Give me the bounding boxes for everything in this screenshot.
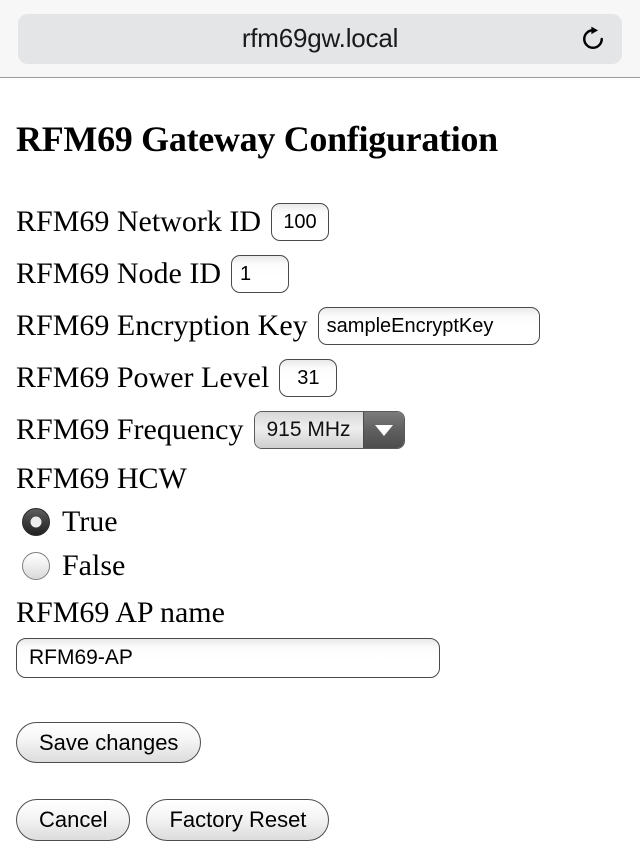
label-ap-name: RFM69 AP name xyxy=(16,596,225,629)
page-content: RFM69 Gateway Configuration RFM69 Networ… xyxy=(0,118,640,841)
radio-row-hcw-false[interactable]: False xyxy=(16,548,624,584)
factory-reset-button[interactable]: Factory Reset xyxy=(146,799,330,841)
frequency-select[interactable]: 915 MHz xyxy=(253,411,405,449)
label-node-id: RFM69 Node ID xyxy=(16,257,222,290)
field-row-encryption-key: RFM69 Encryption Key xyxy=(16,306,624,346)
address-bar-url: rfm69gw.local xyxy=(241,23,399,53)
field-row-network-id: RFM69 Network ID xyxy=(16,202,624,242)
address-bar[interactable]: rfm69gw.local xyxy=(18,13,622,64)
label-power-level: RFM69 Power Level xyxy=(16,361,270,394)
radio-label-hcw-false: False xyxy=(62,549,126,582)
cancel-button[interactable]: Cancel xyxy=(16,799,131,841)
network-id-input[interactable] xyxy=(271,203,329,241)
field-row-ap-name xyxy=(16,638,624,680)
page-title: RFM69 Gateway Configuration xyxy=(16,119,498,159)
frequency-select-value: 915 MHz xyxy=(254,412,363,448)
save-changes-button[interactable]: Save changes xyxy=(16,722,202,764)
bottom-button-row: Cancel Factory Reset xyxy=(16,799,624,841)
ap-name-input[interactable] xyxy=(16,638,440,678)
save-button-row: Save changes xyxy=(16,722,624,764)
field-row-power-level: RFM69 Power Level xyxy=(16,358,624,398)
label-encryption-key: RFM69 Encryption Key xyxy=(16,309,308,342)
power-level-input[interactable] xyxy=(279,359,338,397)
reload-icon[interactable] xyxy=(578,24,608,54)
radio-hcw-true[interactable] xyxy=(22,508,50,536)
browser-toolbar: rfm69gw.local xyxy=(0,0,640,78)
chevron-down-icon[interactable] xyxy=(362,412,404,448)
radio-row-hcw-true[interactable]: True xyxy=(16,504,624,540)
field-row-frequency: RFM69 Frequency 915 MHz xyxy=(16,410,624,450)
radio-label-hcw-true: True xyxy=(62,505,118,538)
radio-hcw-false[interactable] xyxy=(22,552,50,580)
label-frequency: RFM69 Frequency xyxy=(16,413,244,446)
encryption-key-input[interactable] xyxy=(317,307,540,345)
field-row-node-id: RFM69 Node ID xyxy=(16,254,624,294)
node-id-input[interactable] xyxy=(231,255,290,293)
label-network-id: RFM69 Network ID xyxy=(16,205,261,238)
label-hcw: RFM69 HCW xyxy=(16,462,187,495)
